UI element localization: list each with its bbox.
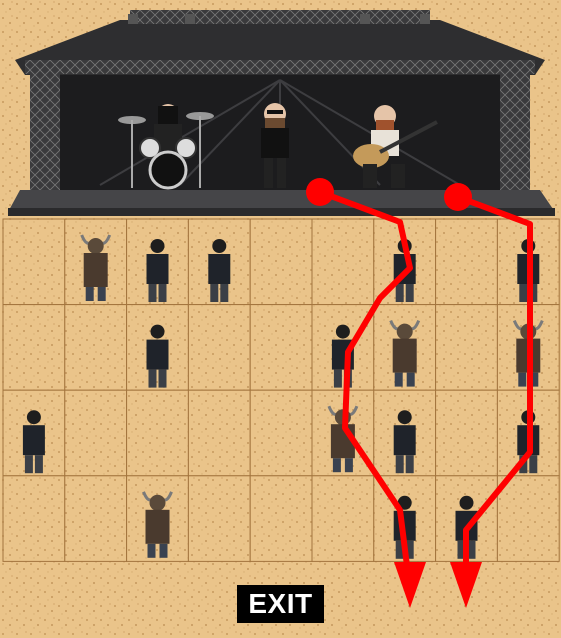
grid-cell-r1-c1 xyxy=(64,304,128,391)
exit-path-1-arrowhead xyxy=(394,562,426,608)
grid-cell-r3-c8 xyxy=(496,475,560,562)
fan-icon xyxy=(146,239,169,302)
grid-cell-r2-c7 xyxy=(435,389,498,477)
grid-cell-r1-c4 xyxy=(249,304,313,391)
grid-cell-r3-c4 xyxy=(249,475,313,562)
grid-cell-r0-c0 xyxy=(2,218,66,306)
grid-cell-r2-c3 xyxy=(187,389,251,477)
exit-path-2-start xyxy=(444,183,472,211)
guitarist-icon xyxy=(353,105,438,188)
exit-path-2-arrowhead xyxy=(450,562,482,608)
grid-cell-r2-c1 xyxy=(64,389,128,477)
fan-icon xyxy=(146,324,169,388)
grid-cell-r0-c7 xyxy=(435,218,498,306)
fan-icon xyxy=(393,410,416,474)
fan-icon xyxy=(208,239,231,302)
grid-cell-r2-c4 xyxy=(249,389,313,477)
grid-cell-r2-c2 xyxy=(126,389,189,477)
grid-cell-r3-c1 xyxy=(64,475,128,562)
singer-icon xyxy=(261,103,289,188)
fan-icon xyxy=(22,410,45,474)
grid-cell-r0-c5 xyxy=(311,218,375,306)
grid-cell-r0-c4 xyxy=(249,218,313,306)
grid-cell-r3-c0 xyxy=(2,475,66,562)
viking-fan-icon xyxy=(389,320,421,387)
exit-sign: EXIT xyxy=(237,585,324,623)
viking-fan-icon xyxy=(142,491,173,558)
stage xyxy=(8,10,555,216)
viking-fan-icon xyxy=(80,234,112,301)
drummer-icon xyxy=(118,104,214,190)
grid-cell-r1-c3 xyxy=(187,304,251,391)
exit-path-1-start xyxy=(306,178,334,206)
grid-cell-r1-c0 xyxy=(2,304,66,391)
grid-cell-r1-c7 xyxy=(435,304,498,391)
exit-path-2 xyxy=(456,194,533,590)
exit-paths xyxy=(306,178,533,608)
grid-cell-r3-c5 xyxy=(311,475,375,562)
exit-path-1 xyxy=(318,189,413,591)
grid-cell-r3-c3 xyxy=(187,475,251,562)
